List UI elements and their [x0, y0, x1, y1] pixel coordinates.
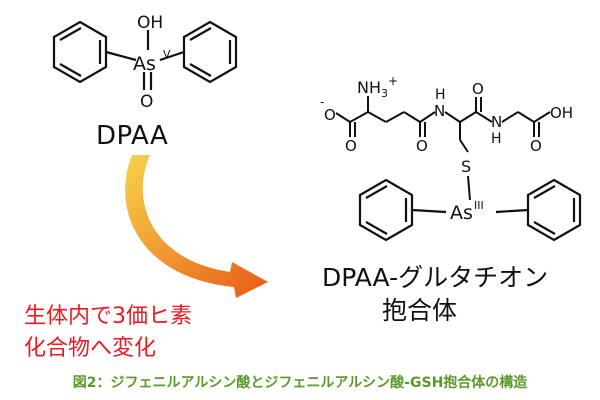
carboxylate-oxygen-1: O	[324, 106, 336, 124]
conjugate-valence-label: III	[474, 199, 484, 212]
transformation-text-line2: 化合物へ変化	[24, 336, 157, 361]
conjugate-name-line1: DPAA-グルタチオン	[322, 263, 549, 292]
conjugate-right-phenyl-ring	[526, 178, 582, 242]
conjugate-arsenic-label: As	[450, 202, 473, 224]
charge-plus-label: +	[388, 74, 398, 88]
conjugate-left-phenyl-ring	[358, 178, 414, 242]
dpaa-hydroxyl-label: OH	[137, 13, 163, 33]
dpaa-valence-label: V	[163, 48, 171, 61]
amide-oxygen-1: O	[416, 137, 428, 155]
acid-oxygen: O	[530, 137, 542, 155]
amine-label: NH3+	[357, 74, 398, 100]
transformation-text-line1: 生体内で3価ヒ素	[24, 304, 192, 329]
dpaa-oxo-label: O	[140, 92, 153, 112]
dpaa-as-left-bond	[105, 50, 137, 62]
figure-caption: 図2：ジフェニルアルシン酸とジフェニルアルシン酸-GSH抱合体の構造	[72, 375, 528, 391]
amide-hydrogen-2: H	[491, 131, 502, 147]
glutathione-chain	[335, 96, 551, 201]
amide-oxygen-2: O	[472, 80, 484, 98]
dpaa-right-phenyl-ring	[182, 20, 238, 84]
amine-nh: NH	[357, 78, 381, 97]
dpaa-left-phenyl-ring	[52, 20, 108, 84]
carboxylate-oxygen-2: O	[345, 137, 357, 155]
conjugate-as-phenyl	[358, 178, 582, 242]
transformation-arrow	[125, 155, 269, 298]
dpaa-structure	[52, 20, 238, 90]
amine-h-count: 3	[381, 87, 388, 100]
dpaa-name: DPAA	[96, 121, 169, 151]
conjugate-name-line2: 抱合体	[382, 296, 458, 325]
dpaa-as-right-bond	[159, 50, 185, 62]
sulfur-label: S	[461, 157, 471, 176]
amide-nitrogen-2: N	[491, 113, 502, 131]
acid-hydroxyl: OH	[550, 104, 573, 122]
dpaa-arsenic-label: As	[133, 53, 156, 75]
amide-nitrogen-1: N	[434, 102, 445, 120]
charge-minus-label: -	[320, 95, 324, 109]
amide-hydrogen-1: H	[435, 87, 446, 103]
